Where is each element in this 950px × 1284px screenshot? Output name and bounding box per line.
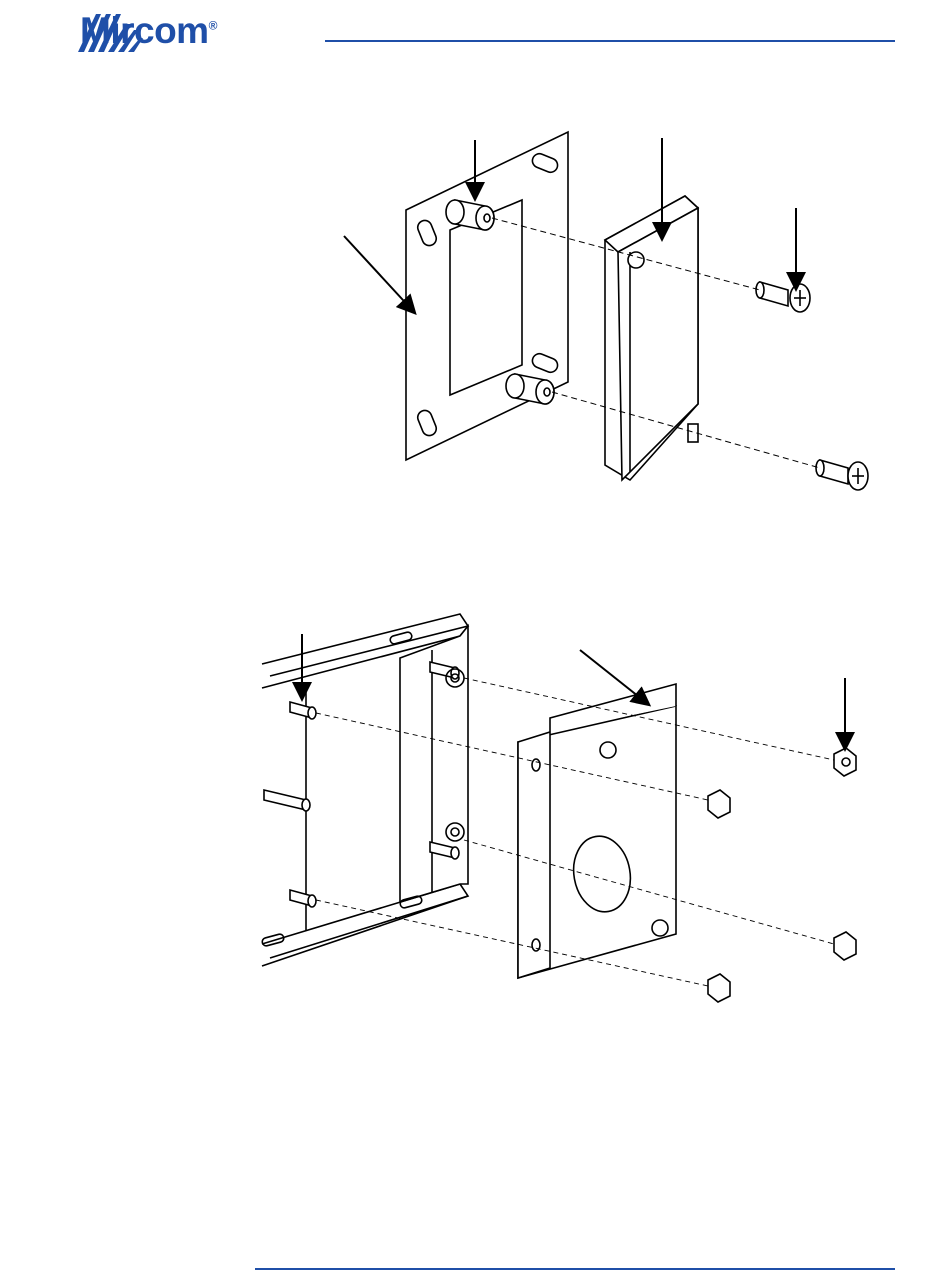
figure-2-drawing (250, 600, 890, 1020)
logo-wordmark: Mircom® (80, 10, 217, 52)
registered-mark: ® (209, 19, 217, 33)
header-rule (325, 40, 895, 42)
logo-wordmark-text: Mircom (80, 10, 209, 51)
screw-top (756, 282, 810, 312)
housing-box (605, 196, 698, 480)
footer-rule (255, 1268, 895, 1270)
screw-bottom (816, 460, 868, 490)
figure-1-drawing (300, 120, 900, 520)
mounting-plate (406, 132, 568, 460)
mounting-bracket (518, 684, 676, 978)
hex-nut (708, 748, 856, 1002)
